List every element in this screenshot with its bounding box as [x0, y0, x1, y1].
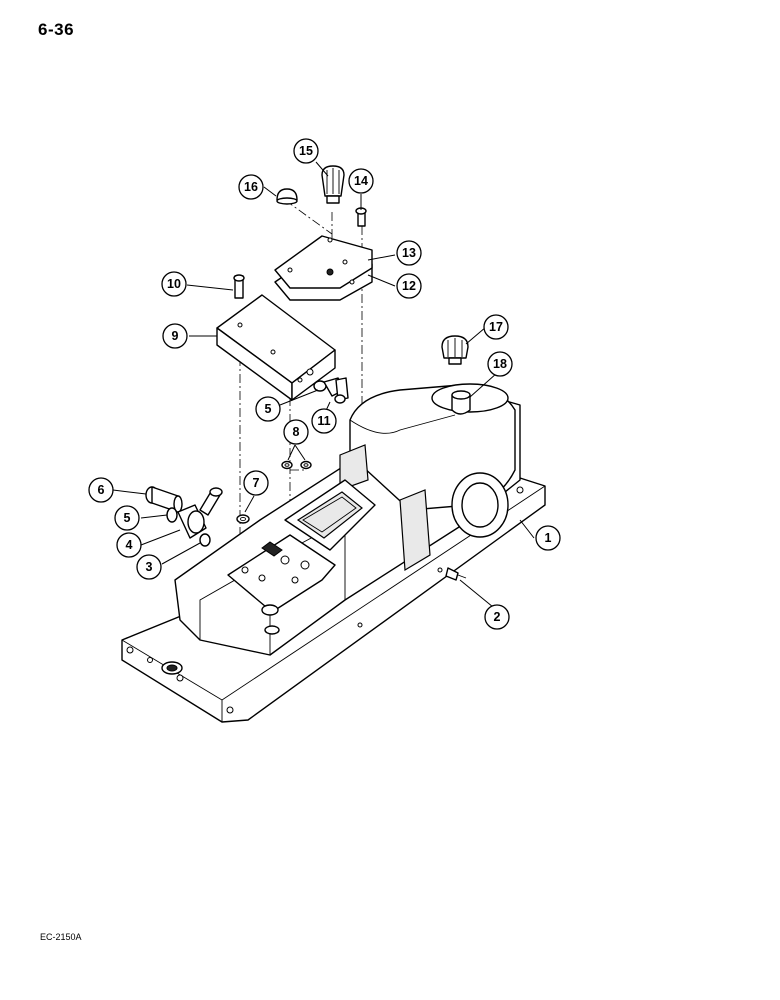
svg-text:6: 6	[98, 483, 105, 497]
svg-text:10: 10	[167, 277, 181, 291]
elbow-fitting	[313, 377, 349, 404]
callout-14: 14	[348, 168, 374, 194]
callout-17: 17	[483, 314, 509, 340]
page-number: 6-36	[38, 20, 75, 39]
svg-text:2: 2	[494, 610, 501, 624]
svg-text:7: 7	[253, 476, 260, 490]
svg-text:5: 5	[124, 511, 131, 525]
callout-13: 13	[396, 240, 422, 266]
callout-1: 1	[535, 525, 561, 551]
cover-plates	[274, 235, 373, 301]
banjo-fitting-group	[145, 486, 223, 547]
housing-assembly	[121, 383, 546, 723]
callout-8: 8	[283, 419, 309, 445]
washers	[236, 460, 312, 524]
callout-12: 12	[396, 273, 422, 299]
figure-code: EC-2150A	[40, 932, 82, 942]
callout-18: 18	[487, 351, 513, 377]
callout-15: 15	[293, 138, 319, 164]
callout-11: 11	[311, 408, 337, 434]
svg-text:13: 13	[402, 246, 416, 260]
svg-text:18: 18	[493, 357, 507, 371]
svg-text:11: 11	[317, 414, 330, 428]
callout-5-banjo: 5	[114, 505, 140, 531]
callout-6: 6	[88, 477, 114, 503]
callout-5-valve: 5	[255, 396, 281, 422]
svg-text:8: 8	[293, 425, 300, 439]
svg-text:12: 12	[402, 279, 416, 293]
svg-text:9: 9	[172, 329, 179, 343]
svg-text:17: 17	[489, 320, 503, 334]
callout-3: 3	[136, 554, 162, 580]
svg-text:3: 3	[146, 560, 153, 574]
callout-2: 2	[484, 604, 510, 630]
svg-text:1: 1	[545, 531, 552, 545]
svg-text:16: 16	[244, 180, 258, 194]
svg-text:4: 4	[126, 538, 133, 552]
svg-text:5: 5	[265, 402, 272, 416]
callout-7: 7	[243, 470, 269, 496]
callout-9: 9	[162, 323, 188, 349]
svg-text:14: 14	[354, 174, 368, 188]
svg-text:15: 15	[299, 144, 313, 158]
callout-10: 10	[161, 271, 187, 297]
callout-4: 4	[116, 532, 142, 558]
leader-lines	[112, 161, 535, 608]
top-small-parts	[276, 165, 469, 365]
callout-16: 16	[238, 174, 264, 200]
valve-body	[216, 274, 336, 401]
